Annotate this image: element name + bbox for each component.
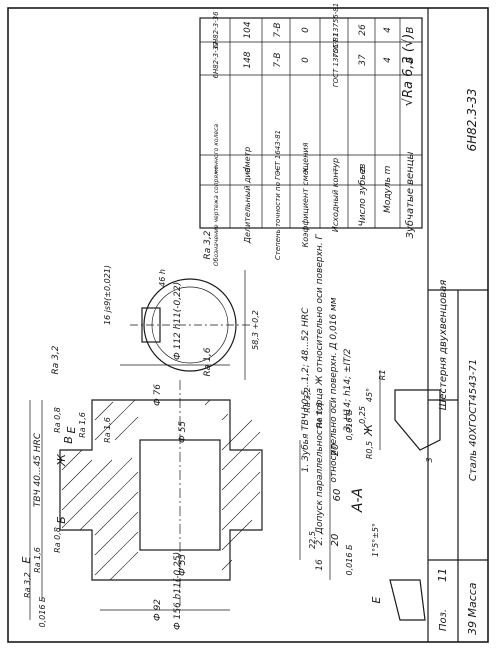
part-name: Шестерня двухвенцовая [438,280,449,411]
row-name-shift: Коэффициент смещения [301,142,310,247]
title-block: 6Н82.3-33 Масса 39 Поз. 11 Шестерня двух… [427,8,488,642]
ra16-top2: Ra 1,6 [103,417,112,443]
row-name-accuracy: Степень точности по ГОСТ 1643-81 [274,130,282,260]
detail-zh: Ж [362,423,375,437]
dim-20a: 20 [330,444,341,457]
row-name-mate: Обозначение чертежа сопряженного колеса [213,124,220,267]
tol-2: 0,016 Б [345,544,354,575]
ra32-right: Ra 3,2 [303,387,312,413]
dim-55a: Ф 55 [178,421,188,443]
row-name-pitch: Делительный диаметр [243,147,252,245]
dim-55b: Ф 55 [178,554,188,576]
dim-112: Ф 112 h11(-0,22) [173,282,183,360]
row-sym-module: m [383,165,393,174]
hatch-left [61,399,139,581]
detail-e: Е [370,596,383,603]
dim-20b: 20 [330,534,341,547]
note-3: 3. Н14; h14; ±IT/2 [343,348,353,431]
row-name-module: Модуль [383,177,393,213]
note-2b: относительно оси поверхн. Д 0,016 мм [329,297,339,482]
tol-3: 0,016 Б [38,596,47,627]
detail-r05: R0,5 [365,441,374,459]
dim-76: Ф 76 [153,384,163,406]
col-b: Б [405,56,416,63]
detail-views: 45° R1 R0,5 0,25 3 1°5°±5° Ж Е [358,370,441,621]
note-2: 2. Допуск параллельности торца Ж относит… [315,233,325,545]
material: Сталь 40ХГОСТ4543-71 [468,359,479,481]
letter-e2: Е [65,426,78,433]
ra16-keyway: Ra 1,6 [203,347,213,376]
main-section: Ф 112 h11(-0,22) Ф 156 h11(-0,25) Ф 92 Ф… [20,282,366,630]
row-v-contour: ГОСТ 13755-81 [332,3,340,58]
row-b-z: 37 [358,54,368,66]
row-b-module: 4 [383,57,393,63]
mass-value: 39 [466,621,479,635]
hatch-right [204,399,261,571]
row-v-z: 26 [358,24,368,36]
dim-92: Ф 92 [153,599,163,621]
col-v: В [405,26,416,33]
gear-table: Зубчатые венцы Б В Модуль m 4 4 Число зу… [199,3,423,267]
key-depth-label: 58,3 +0,2 [251,310,260,350]
row-b-pitch: 148 [243,51,253,68]
pos-value: 11 [436,568,449,582]
row-sym-accuracy: — [273,166,283,175]
detail-025: 0,25 [358,406,367,424]
row-sym-pitch: d [243,167,253,173]
ra08-bottom: Ra 0,8 [53,527,62,553]
row-v-pitch: 104 [243,21,253,38]
row-v-accuracy: 7-В [273,22,283,37]
row-sym-contour: — [331,166,341,175]
ra08-top: Ra 0,8 [53,407,62,433]
key-dim-label: 46 h [158,269,167,287]
row-v-shift: 0 [301,27,311,33]
tvch-label: ТВЧ 40...45 HRC [33,432,43,507]
dim-156: Ф 156 h11(-0,25) [173,552,183,630]
dim-22: 22,5 [308,531,317,549]
key-width-label: 16 js9(±0,021) [103,265,112,325]
doc-number: 6Н82.3-33 [465,89,479,152]
row-name-z: Число зубьев [358,164,368,227]
ra32-keyway: Ra 3,2 [51,345,61,374]
dim-16: 16 [315,559,325,571]
row-sym-z: z [358,167,368,173]
row-sym-shift: x [301,167,311,174]
table-header: Зубчатые венцы [404,151,416,238]
technical-notes: 1. Зубья ТВЧ h0,5...1,2; 48...52 HRC 2. … [301,233,353,545]
tol-1: 0,016 Б [345,409,354,440]
dim-60: 60 [332,489,343,502]
letter-b: Б [55,516,68,524]
row-b-shift: 0 [301,57,311,63]
ra32-bottom: Ra 3,2 [23,572,32,598]
letter-v: В [62,436,75,444]
outer-frame [7,7,489,643]
keyway-view: 46 h 58,3 +0,2 16 js9(±0,021) Ra 3,2 Ra … [51,230,260,380]
detail-angle: 1°5°±5° [371,523,380,557]
row-b-accuracy: 7-В [273,52,283,67]
roughness-general: √Ra 6,3 (√) [401,34,416,107]
detail-3: 3 [425,457,434,462]
row-sym-mate: — [211,166,221,175]
detail-r1: R1 [378,370,387,381]
row-v-module: 4 [383,27,393,33]
row-b-mate: 6Н82-3-37 [212,41,220,79]
ra16-top: Ra 1,6 [78,412,87,438]
ra16-bottom: Ra 1,6 [33,547,42,573]
pos-label: Поз. [438,609,449,631]
letter-e1: Е [20,556,33,563]
section-label: А-А [350,488,366,513]
note-1: 1. Зубья ТВЧ h0,5...1,2; 48...52 HRC [301,307,311,473]
row-name-contour: Исходный контур [331,158,340,232]
row-v-mate: 6Н82-3-36 [212,11,220,49]
row-b-contour: ГОСТ 13755-81 [332,33,340,88]
letter-zh: Ж [55,453,68,467]
ra32-table-side: Ra 3,2 [203,230,213,259]
ra16-right: Ra 1,6 [315,402,324,428]
mass-label: Масса [466,582,479,617]
detail-045: 45° [365,388,374,402]
